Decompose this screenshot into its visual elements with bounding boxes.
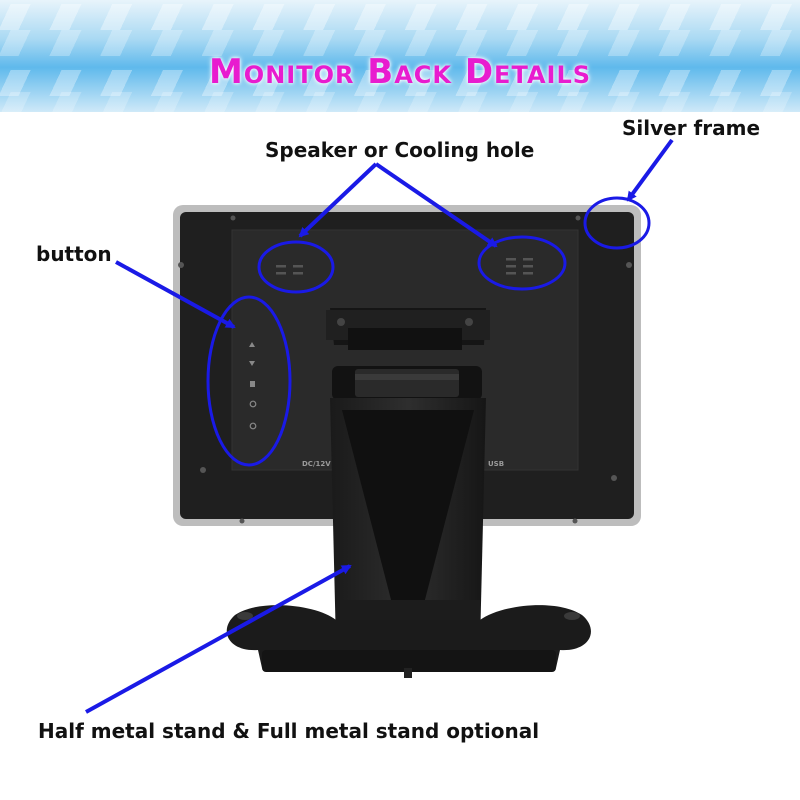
- power-port-label: DC/12V: [302, 460, 331, 468]
- up-button-icon: [249, 342, 255, 347]
- button-callout-label: button: [36, 242, 112, 266]
- silver-frame-highlight: [583, 196, 651, 250]
- speaker-grille-right: [506, 258, 533, 275]
- speaker-left-highlight: [257, 240, 335, 294]
- arrow-to-buttons: [115, 260, 236, 329]
- header-banner: [0, 0, 800, 112]
- usb-port-label: USB: [488, 460, 504, 468]
- arrow-to-right-speaker: [374, 162, 498, 248]
- stand-callout-label: Half metal stand & Full metal stand opti…: [38, 719, 540, 743]
- annotations: [206, 196, 651, 467]
- speaker-right-highlight: [477, 235, 567, 291]
- button-highlight: [206, 295, 292, 467]
- speaker-grille-left: [276, 265, 303, 275]
- down-button-icon: [249, 361, 255, 366]
- vesa-mount: [326, 308, 490, 350]
- stand-hinge: [332, 366, 482, 400]
- arrow-to-left-speaker: [298, 162, 378, 238]
- stand-base: [226, 605, 591, 678]
- speaker-callout-label: Speaker or Cooling hole: [265, 138, 535, 162]
- menu-button-icon: [250, 381, 255, 387]
- page-title: Monitor Back Details: [208, 52, 592, 92]
- side-buttons: [249, 342, 257, 430]
- power-button-icon: [249, 422, 257, 430]
- stand-neck: [330, 398, 486, 650]
- auto-button-icon: [249, 400, 257, 408]
- frame-callout-label: Silver frame: [622, 116, 761, 140]
- arrow-to-frame: [626, 138, 674, 202]
- arrow-to-stand: [85, 564, 352, 714]
- annotation-arrows: [85, 138, 674, 714]
